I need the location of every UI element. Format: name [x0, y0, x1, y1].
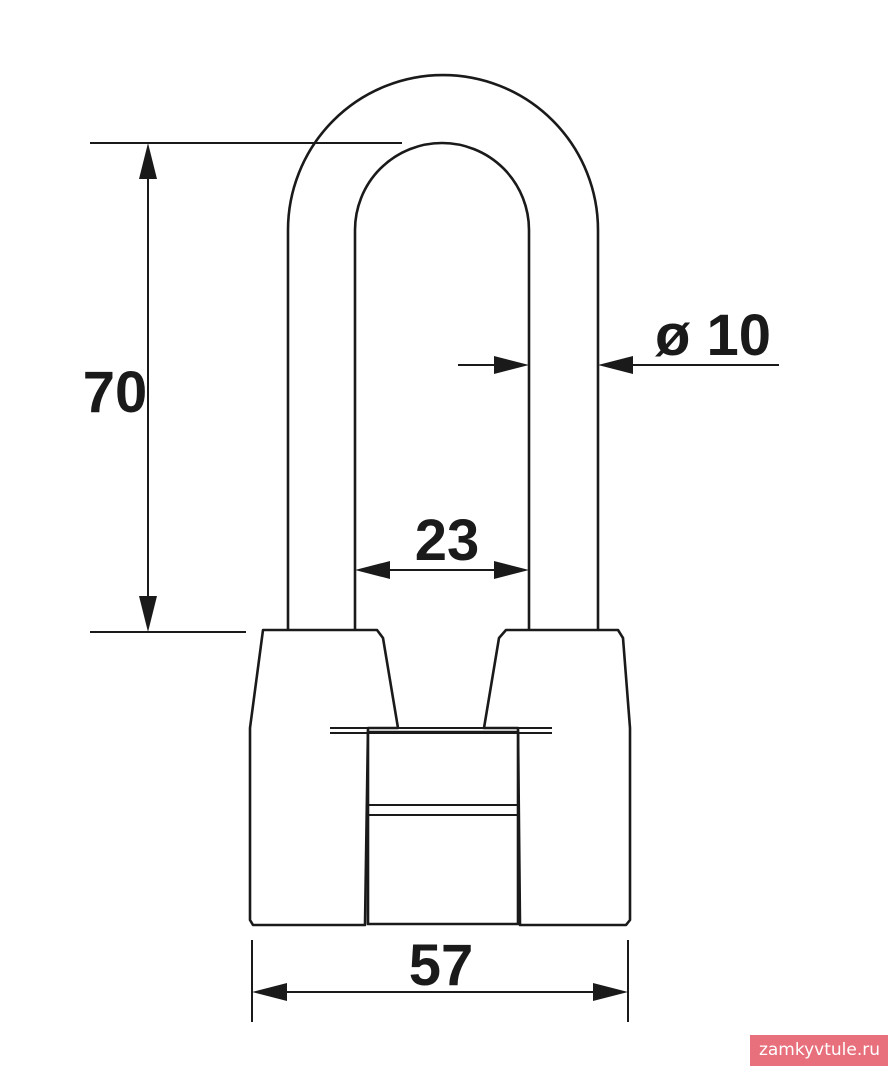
- shackle-outer-outline: [286, 73, 600, 634]
- dimension-shackle-inner-width: 23: [355, 508, 529, 579]
- height-arrow-top: [139, 143, 157, 179]
- site-watermark: zamkyvtule.ru: [749, 1035, 888, 1066]
- dimension-shackle-height: 70: [83, 142, 402, 633]
- inner-width-arrow-left: [355, 561, 390, 579]
- body-width-label: 57: [409, 933, 474, 998]
- body-left-block: [248, 628, 400, 927]
- height-label: 70: [83, 360, 148, 425]
- body-width-arrow-right: [593, 983, 628, 1001]
- dimension-shackle-diameter: ø 10: [458, 303, 779, 374]
- dimension-body-width: 57: [251, 933, 629, 1022]
- inner-width-label: 23: [415, 508, 480, 573]
- height-arrow-bottom: [139, 596, 157, 632]
- body-center-block: [366, 730, 520, 926]
- padlock-body: [248, 628, 632, 927]
- shackle-inner-outline: [353, 141, 531, 634]
- body-width-arrow-left: [252, 983, 287, 1001]
- padlock-shackle: [286, 73, 600, 634]
- body-right-block: [482, 628, 632, 927]
- diameter-arrow-left: [494, 356, 529, 374]
- inner-width-arrow-right: [494, 561, 529, 579]
- diameter-label: ø 10: [655, 303, 771, 368]
- diameter-arrow-right: [598, 356, 633, 374]
